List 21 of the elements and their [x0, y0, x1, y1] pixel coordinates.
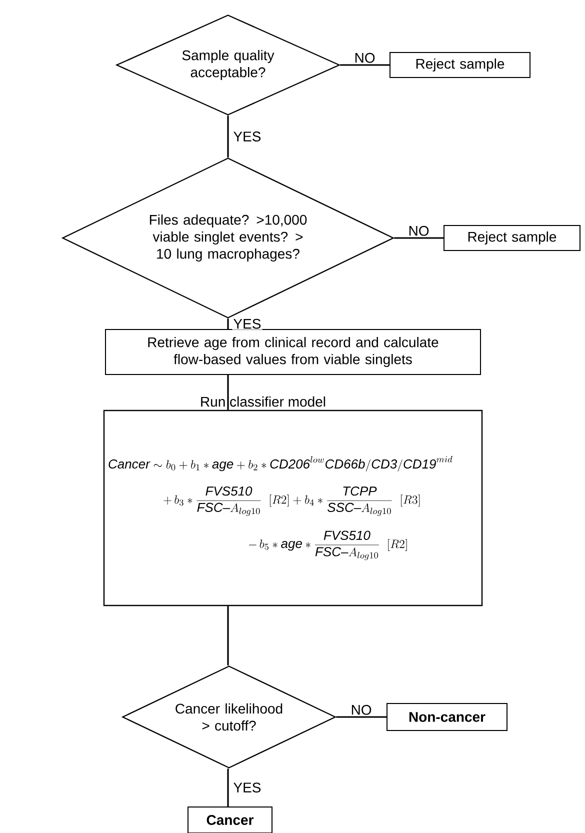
connector-line [227, 318, 229, 329]
model-box: $\mathit{Cancer} \sim b_0 + b_1 * \mathit{age} + b_2 * \mathit{CD206}^{low}\mathit{CD66b/CD3/CD19}^{mid}$ $+\, b_3 * \frac{\mathit{FVS510}}{\mathit{FSC}\mbox{--}A_{log10}}\;\; [R2] + b_4 * \frac{\mathit{TCPP}}{\mathit{SSC}\mbox{--}A_{log10}}\;\; [R3]$ $-\, b_5 * \mathit{age} * \frac{\mathit{FVS510}}{\mathit{FSC}\mbox{--}A_{log10}}\;\; [R2]$ [103, 410, 483, 606]
process-box: Non-cancer [386, 703, 508, 731]
connector-line [340, 64, 390, 66]
connector-line [227, 606, 229, 666]
process-box: Retrieve age from clinical record and calculate flow-based values from viable singlets [105, 329, 481, 375]
edge-label: YES [232, 782, 262, 794]
process-box: Cancer [188, 806, 272, 833]
process-box: Reject sample [444, 225, 580, 251]
box-heading: Run classifier model [201, 396, 326, 407]
process-box: Reject sample [390, 52, 530, 78]
edge-label: YES [232, 130, 262, 142]
connector-line [227, 116, 229, 158]
connector-line [336, 716, 386, 718]
edge-label: NO [407, 224, 430, 237]
connector-line [227, 375, 229, 410]
connector-line [394, 237, 444, 239]
connector-line [227, 768, 229, 806]
edge-label: NO [353, 52, 376, 64]
edge-label: NO [350, 704, 373, 716]
edge-label: YES [232, 318, 262, 330]
